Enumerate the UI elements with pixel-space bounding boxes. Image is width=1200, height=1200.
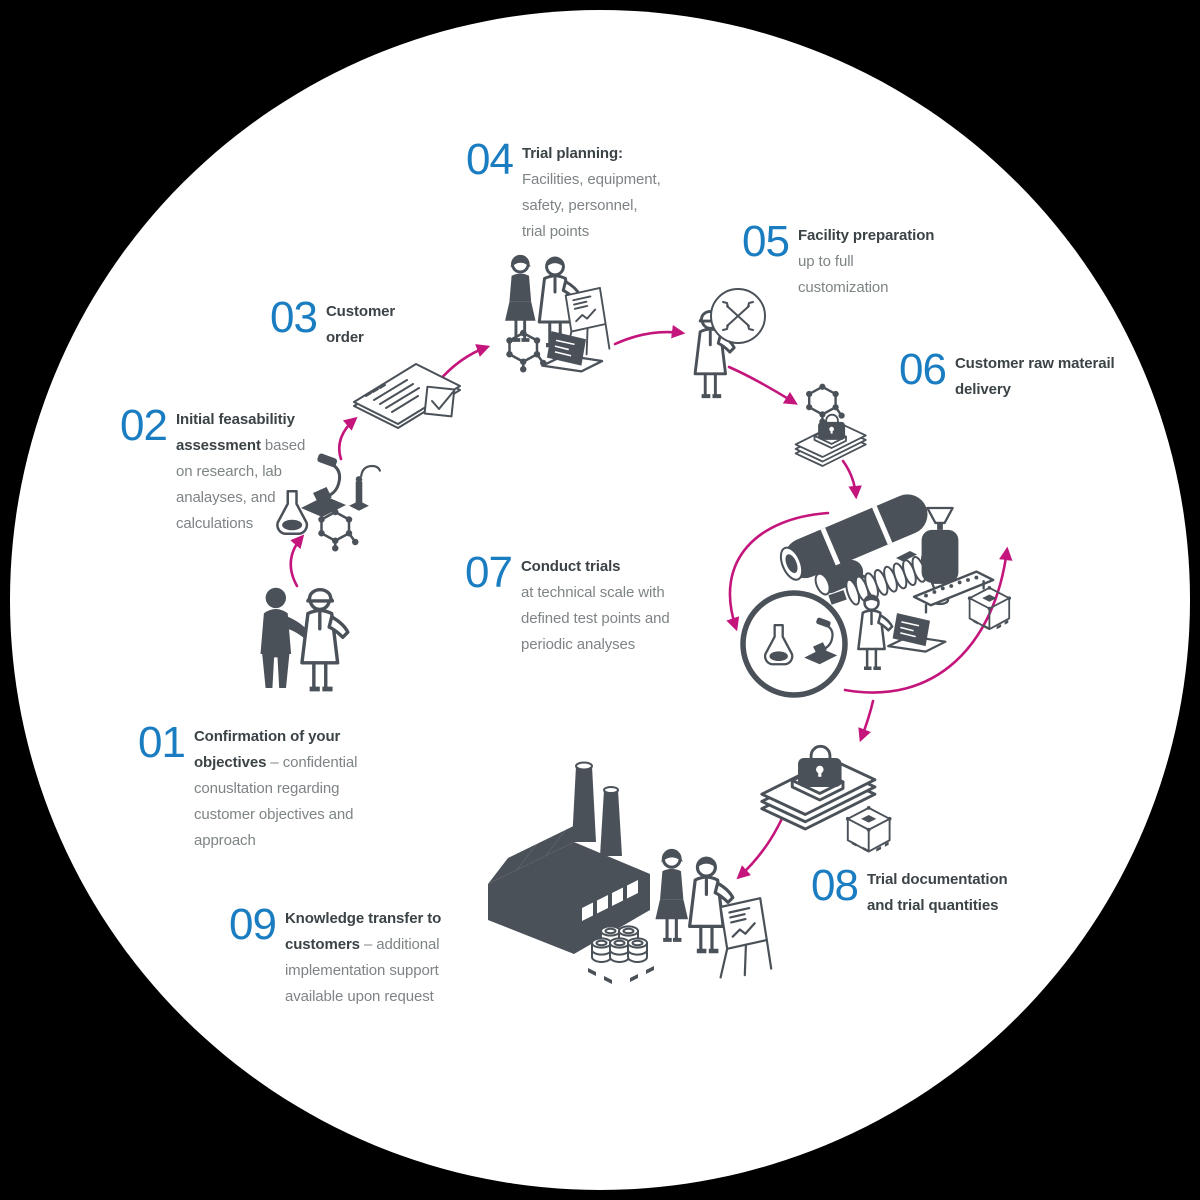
step-title: Customer raw materail delivery xyxy=(954,355,1115,398)
step-number: 02 xyxy=(120,401,168,450)
step-number: 06 xyxy=(899,345,947,394)
barrels-icon xyxy=(588,925,654,984)
arrow-step1-to-step2 xyxy=(289,534,305,588)
checkbox xyxy=(423,385,456,418)
step-number: 07 xyxy=(465,548,513,597)
laptop-icon xyxy=(887,611,947,653)
technical-plant-icon xyxy=(740,494,1012,698)
feeder-cylinder-icon xyxy=(814,559,864,596)
factory-people-icons xyxy=(653,847,735,955)
step-05: 05 Facility preparation up to full custo… xyxy=(742,217,934,301)
step-description: based on research, lab analayses, and ca… xyxy=(175,437,306,532)
step-text: Initial feasabilitiy assessment based on… xyxy=(176,405,305,537)
step-number: 09 xyxy=(229,900,277,949)
step-title: Knowledge transfer to customers xyxy=(284,910,442,953)
arrow-plant-loop-left xyxy=(726,511,830,632)
crossed-tools-icon xyxy=(722,301,754,331)
step-number: 04 xyxy=(466,135,514,184)
step-02: 02 Initial feasabilitiy assessment based… xyxy=(120,401,305,537)
step-07: 07 Conduct trials at technical scale wit… xyxy=(465,548,670,658)
step-title: Trial planning: xyxy=(521,145,623,162)
planning-meeting-icon xyxy=(503,253,611,374)
step-title: Confirmation of your objectives xyxy=(193,728,341,771)
scientist-icon xyxy=(857,593,894,672)
flipchart-icon xyxy=(719,897,773,979)
conveyor-belt-icon xyxy=(912,570,995,614)
chimney xyxy=(572,766,596,842)
step-description: at technical scale with defined test poi… xyxy=(520,584,670,653)
step-text: Conduct trials at technical scale with d… xyxy=(521,552,670,658)
step-03: 03 Customer order xyxy=(270,293,395,351)
technician-tools-badge-icon xyxy=(695,288,766,398)
molecule-and-secured-parcel-icon xyxy=(794,382,867,467)
big-bag-icon xyxy=(966,585,1012,631)
step-number: 03 xyxy=(270,293,318,342)
step-title: Initial feasabilitiy assessment xyxy=(175,411,295,454)
step-number: 08 xyxy=(811,861,859,910)
arrow-step4-to-step5 xyxy=(613,324,686,346)
step-description: – additional implementation support avai… xyxy=(284,936,440,1005)
step-01: 01 Confirmation of your objectives – con… xyxy=(138,718,358,854)
rotary-drum-icon xyxy=(779,494,928,584)
microscope-icon xyxy=(299,451,348,519)
arrow-step6-to-plant xyxy=(841,459,862,500)
laptop-icon xyxy=(541,329,604,373)
step-text: Confirmation of your objectives – confid… xyxy=(193,722,358,854)
factory-icon xyxy=(488,761,650,954)
step-08: 08 Trial documentation and trial quantit… xyxy=(811,861,1008,919)
step-description: – confidential conusltation regarding cu… xyxy=(193,754,358,849)
step-text: Customer raw materail delivery xyxy=(955,349,1115,403)
process-circle-background xyxy=(10,10,1190,1190)
arrow-step2-to-step3 xyxy=(337,416,358,461)
chimney xyxy=(600,790,622,856)
step-text: Knowledge transfer to customers – additi… xyxy=(285,904,441,1010)
molecule-icon xyxy=(804,382,846,426)
step-description: Facilities, equipment, safety, personnel… xyxy=(521,171,661,240)
arrow-step5-to-step6 xyxy=(727,365,798,405)
step-number: 01 xyxy=(138,718,186,767)
step-04: 04 Trial planning: Facilities, equipment… xyxy=(466,135,661,245)
step-title: Trial documentation and trial quantities xyxy=(866,871,1008,914)
order-document-icon xyxy=(353,363,461,429)
step-text: Trial planning: Facilities, equipment, s… xyxy=(522,139,661,245)
step-text: Trial documentation and trial quantities xyxy=(867,865,1008,919)
locked-parcel-icon xyxy=(794,413,867,467)
locked-documentation-stack-icon xyxy=(760,744,893,854)
step-text: Facility preparation up to full customiz… xyxy=(798,221,934,301)
step-description: up to full customization xyxy=(797,253,889,296)
step-06: 06 Customer raw materail delivery xyxy=(899,345,1115,403)
bunsen-burner-icon xyxy=(348,464,381,512)
arrow-plant-to-step8 xyxy=(858,699,875,743)
arrow-plant-loop-right xyxy=(843,546,1013,694)
step-09: 09 Knowledge transfer to customers – add… xyxy=(229,900,441,1010)
molecule-icon xyxy=(505,328,548,374)
checkmark-icon xyxy=(431,391,454,410)
step-title: Conduct trials xyxy=(520,558,621,575)
handshake-people-icon xyxy=(260,588,348,692)
big-bag-icon xyxy=(844,805,893,854)
step-title: Customer order xyxy=(325,303,396,346)
step-number: 05 xyxy=(742,217,790,266)
step-title: Facility preparation xyxy=(797,227,935,244)
step-text: Customer order xyxy=(326,297,395,351)
analysis-loupe-icon xyxy=(740,590,848,698)
